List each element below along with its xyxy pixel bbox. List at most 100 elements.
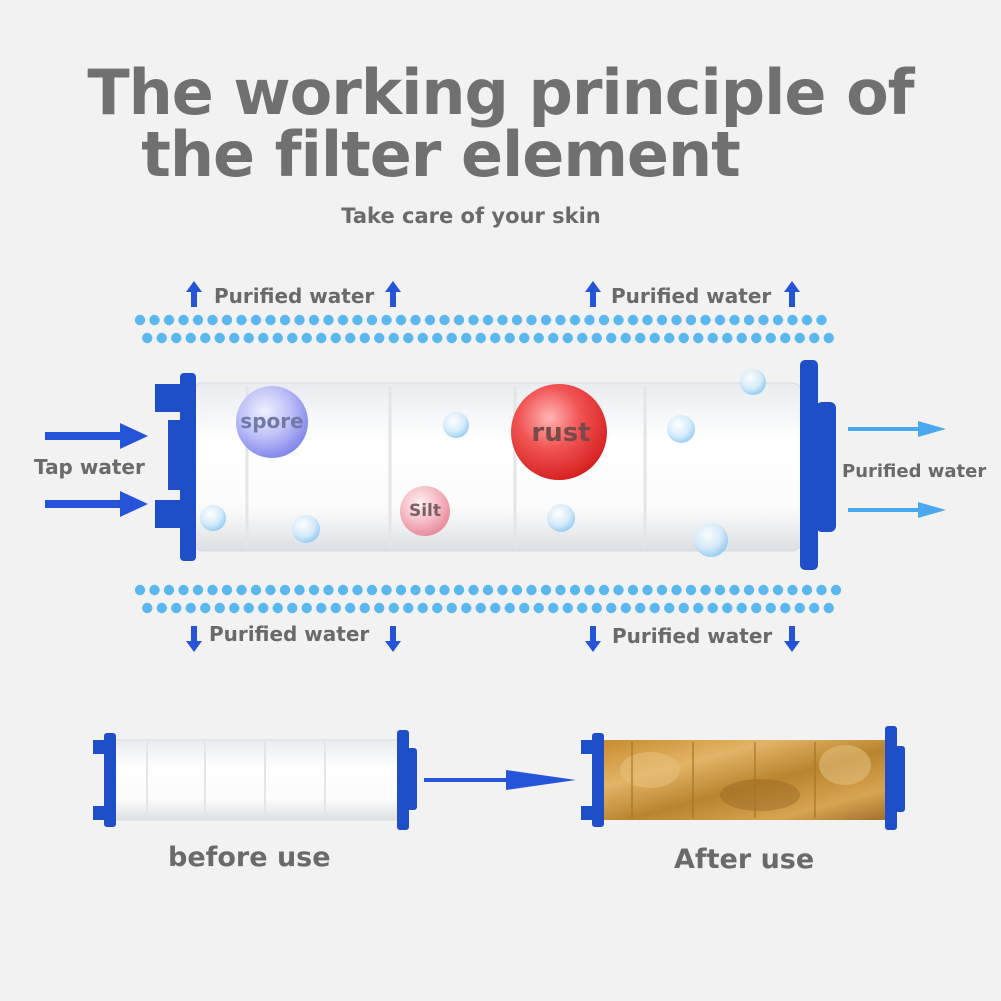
water-dot xyxy=(598,584,610,596)
water-dot xyxy=(366,584,378,596)
purified-water-label-bottom-right: Purified water xyxy=(612,624,773,648)
water-dot xyxy=(794,602,805,614)
water-dot xyxy=(490,332,501,344)
water-dot xyxy=(439,584,450,596)
water-dot xyxy=(301,332,312,344)
water-dot xyxy=(403,332,414,344)
water-dot xyxy=(352,314,363,326)
water-dot xyxy=(258,332,269,344)
water-dot xyxy=(308,584,320,596)
water-dot xyxy=(142,602,153,614)
water-dot xyxy=(359,332,370,344)
water-dot xyxy=(678,602,689,614)
water-dot xyxy=(700,584,711,596)
water-dot xyxy=(287,332,298,344)
water-dot xyxy=(243,602,254,614)
water-dot xyxy=(294,584,305,596)
water-dot xyxy=(606,332,617,344)
water-dot xyxy=(366,314,378,326)
dots-bottom xyxy=(134,584,842,614)
before-use-caption: before use xyxy=(168,842,331,873)
water-dot xyxy=(316,332,327,344)
water-dot xyxy=(475,332,486,344)
water-dot xyxy=(424,584,436,596)
water-dot xyxy=(250,314,262,326)
water-dot xyxy=(562,602,573,614)
water-dot xyxy=(664,332,675,344)
water-dot xyxy=(801,584,813,596)
water-dot xyxy=(229,602,240,614)
water-dot xyxy=(468,584,479,596)
water-dot xyxy=(533,602,544,614)
after-use-caption: After use xyxy=(674,844,815,875)
water-dot xyxy=(446,332,457,344)
water-dot xyxy=(330,602,341,614)
water-dot xyxy=(540,584,552,596)
title-line-1: The working principle of xyxy=(87,56,914,129)
water-dot xyxy=(656,314,668,326)
water-dot xyxy=(816,584,827,596)
water-dot xyxy=(403,602,414,614)
water-dot xyxy=(743,314,755,326)
water-dot xyxy=(830,584,842,596)
water-dot xyxy=(424,314,436,326)
water-dot xyxy=(374,332,385,344)
water-dot xyxy=(156,332,167,344)
water-dot xyxy=(207,584,218,596)
water-dot xyxy=(758,584,769,596)
water-dot xyxy=(743,584,755,596)
water-dot xyxy=(178,314,189,326)
water-dot xyxy=(388,332,399,344)
water-dot xyxy=(185,332,196,344)
water-dot xyxy=(200,332,211,344)
water-dot xyxy=(149,314,160,326)
water-dot xyxy=(787,314,798,326)
water-dot xyxy=(381,314,392,326)
water-dot xyxy=(207,314,218,326)
water-dot xyxy=(548,332,559,344)
water-dot xyxy=(801,314,813,326)
silt-label: Silt xyxy=(408,501,442,521)
water-dot xyxy=(526,584,537,596)
water-dot xyxy=(258,602,269,614)
water-dot xyxy=(352,584,363,596)
water-dot xyxy=(700,314,711,326)
water-dot xyxy=(736,602,747,614)
water-dot xyxy=(540,314,552,326)
water-dot xyxy=(671,314,682,326)
tap-water-label: Tap water xyxy=(34,455,145,479)
water-dot xyxy=(330,332,341,344)
water-dot xyxy=(142,332,153,344)
water-dot xyxy=(714,584,726,596)
water-dot xyxy=(294,314,305,326)
water-dot xyxy=(337,584,349,596)
water-dot xyxy=(417,602,428,614)
water-dot xyxy=(468,314,479,326)
outlet-arrows xyxy=(848,421,946,518)
water-dot xyxy=(395,584,407,596)
water-dot xyxy=(707,602,718,614)
water-dot xyxy=(511,314,523,326)
water-dot xyxy=(577,602,588,614)
water-dot xyxy=(149,584,160,596)
rust-bubble xyxy=(511,384,607,480)
water-dot xyxy=(577,332,588,344)
water-dot xyxy=(381,584,392,596)
water-dot xyxy=(178,584,189,596)
water-dot xyxy=(163,584,175,596)
water-dot xyxy=(265,584,276,596)
water-dot xyxy=(490,602,501,614)
water-dot xyxy=(374,602,385,614)
water-dot xyxy=(562,332,573,344)
water-dot xyxy=(635,602,646,614)
water-dot xyxy=(482,314,494,326)
water-dot xyxy=(823,332,834,344)
water-dot xyxy=(823,602,834,614)
water-dot xyxy=(519,602,530,614)
water-dot xyxy=(316,602,327,614)
water-dot xyxy=(765,332,776,344)
spore-label: spore xyxy=(240,409,304,433)
water-dot xyxy=(729,314,740,326)
water-dot xyxy=(714,314,726,326)
